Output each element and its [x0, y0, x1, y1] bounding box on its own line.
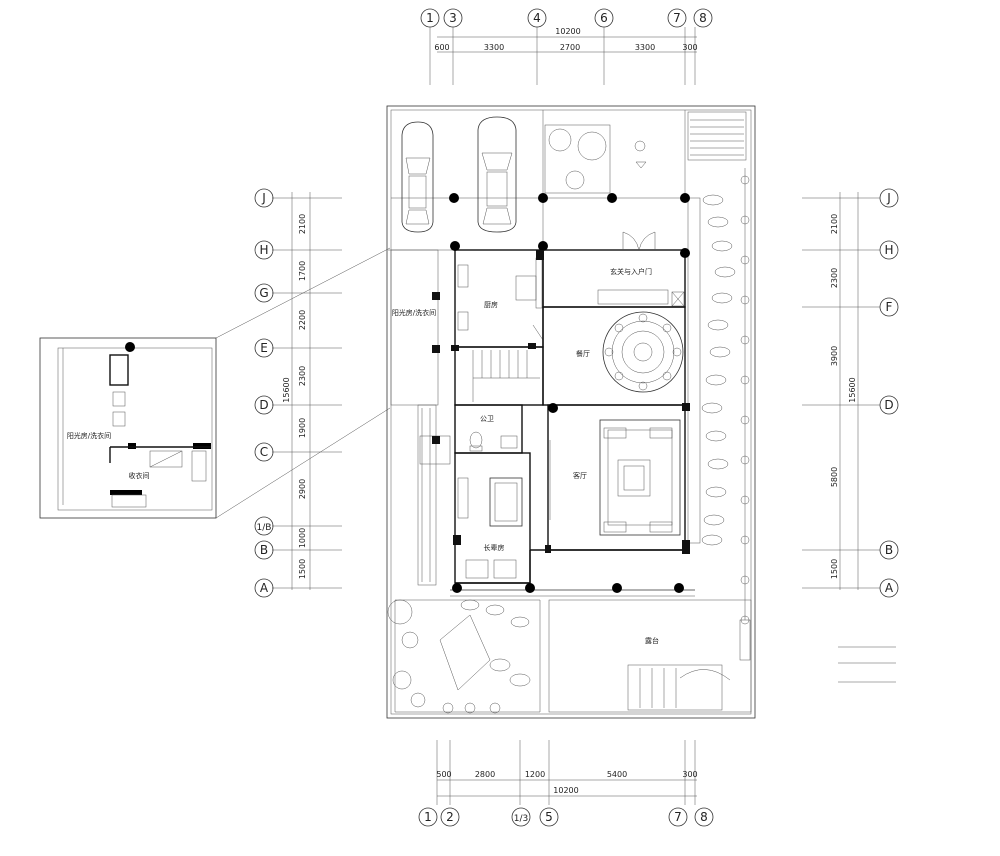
right-planting: [687, 168, 751, 661]
wc-label: 公卫: [480, 415, 494, 423]
bottom-dimension-string: 500 2800 1200 5400 300 10200 1 2 1/3 5 7…: [418, 740, 714, 827]
wall-posts: [432, 250, 690, 554]
left-axis-E: E: [260, 341, 268, 355]
top-dim-2: 3300: [484, 43, 504, 52]
left-dim-3: 2200: [298, 310, 307, 330]
left-axis-A: A: [260, 581, 269, 595]
car-right: [477, 116, 517, 233]
right-dimension-string: 2100 2300 3900 5800 1500 15600 J H F D B…: [802, 188, 899, 598]
top-axis-3: 4: [533, 11, 541, 25]
right-axis-H: H: [884, 243, 893, 257]
bottom-axis-bubbles: 1 2 1/3 5 7 8: [418, 807, 714, 827]
left-axis-J: J: [261, 191, 266, 205]
top-total-dim: 10200: [555, 27, 580, 36]
bottom-axis-5: 7: [674, 810, 682, 824]
bottom-axis-1: 1: [424, 810, 432, 824]
garage: [391, 110, 747, 250]
living-label: 客厅: [573, 471, 587, 480]
top-axis-bubbles: 1 3 4 6 7 8: [420, 8, 713, 28]
inset-storage-label: 收衣间: [129, 471, 150, 480]
car-left: [401, 121, 434, 233]
wc: 公卫: [454, 404, 523, 454]
top-axis-1: 1: [426, 11, 434, 25]
left-axis-B: B: [260, 543, 268, 557]
left-total-dim: 15600: [282, 377, 291, 402]
bottom-dim-2: 2800: [475, 770, 495, 779]
right-dim-2: 2300: [830, 268, 839, 288]
left-dim-7: 1000: [298, 528, 307, 548]
top-dimension-string: 10200 600 3300 2700 3300 300 1 3 4 6 7 8: [420, 8, 713, 85]
inset-column: [125, 342, 135, 352]
right-axis-J: J: [886, 191, 891, 205]
sunroom-label: 阳光房/洗衣间: [392, 308, 436, 317]
left-dim-5: 1900: [298, 418, 307, 438]
top-axis-2: 3: [449, 11, 457, 25]
left-axis-D: D: [259, 398, 268, 412]
terrace: 露台: [548, 599, 752, 713]
right-axis-D: D: [884, 398, 893, 412]
kitchen-label: 厨房: [484, 300, 498, 309]
left-dim-2: 1700: [298, 261, 307, 281]
bottom-axis-6: 8: [700, 810, 708, 824]
left-axis-H: H: [259, 243, 268, 257]
porch: [450, 549, 695, 597]
inset-sunroom-label: 阳光房/洗衣间: [67, 431, 111, 440]
left-axis-G: G: [259, 286, 268, 300]
bottom-total-dim: 10200: [553, 786, 578, 795]
sunroom: 阳光房/洗衣间: [388, 249, 455, 406]
left-dim-6: 2900: [298, 479, 307, 499]
stair: [454, 346, 544, 406]
right-axis-F: F: [886, 300, 893, 314]
dining-label: 餐厅: [576, 349, 590, 358]
entry: 玄关与入户门: [542, 231, 686, 308]
columns: [449, 193, 690, 593]
bottom-dim-4: 5400: [607, 770, 627, 779]
left-planting: [417, 404, 451, 586]
top-dim-4: 3300: [635, 43, 655, 52]
left-dim-4: 2300: [298, 366, 307, 386]
left-axis-bubbles: J H G E D C 1/B B A: [254, 188, 274, 598]
kitchen: 厨房: [454, 249, 544, 348]
entry-label: 玄关与入户门: [610, 267, 652, 276]
left-axis-C: C: [260, 445, 268, 459]
bottom-dim-1: 500: [436, 770, 451, 779]
right-dim-1: 2100: [830, 214, 839, 234]
right-total-dim: 15600: [848, 377, 857, 402]
right-dim-4: 5800: [830, 467, 839, 487]
top-axis-4: 6: [600, 11, 608, 25]
bedroom: 长辈房: [454, 452, 531, 584]
top-dim-1: 600: [434, 43, 449, 52]
left-dim-1: 2100: [298, 214, 307, 234]
right-axis-bubbles: J H F D B A: [879, 188, 899, 598]
bottom-axis-4: 5: [545, 810, 553, 824]
note-lines: [838, 646, 896, 683]
terrace-label: 露台: [645, 636, 659, 645]
left-axis-1B: 1/B: [257, 523, 272, 533]
right-dim-3: 3900: [830, 346, 839, 366]
inset-detail: 阳光房/洗衣间 收衣间: [39, 247, 391, 519]
bottom-axis-3: 1/3: [514, 814, 528, 824]
bottom-dim-5: 300: [682, 770, 697, 779]
right-axis-B: B: [885, 543, 893, 557]
garden: [387, 599, 541, 714]
dining: 餐厅: [542, 306, 686, 406]
top-axis-5: 7: [673, 11, 681, 25]
bottom-axis-2: 2: [446, 810, 454, 824]
top-axis-6: 8: [699, 11, 707, 25]
bedroom-label: 长辈房: [484, 543, 505, 552]
top-dim-3: 2700: [560, 43, 580, 52]
bottom-dim-3: 1200: [525, 770, 545, 779]
main-plan: 阳光房/洗衣间 厨房: [386, 105, 756, 719]
living: 客厅: [547, 404, 686, 551]
left-dimension-string: 2100 1700 2200 2300 1900 2900 1000 1500 …: [254, 188, 342, 598]
top-dim-5: 300: [682, 43, 697, 52]
left-dim-8: 1500: [298, 559, 307, 579]
right-dim-5: 1500: [830, 559, 839, 579]
right-axis-A: A: [885, 581, 894, 595]
